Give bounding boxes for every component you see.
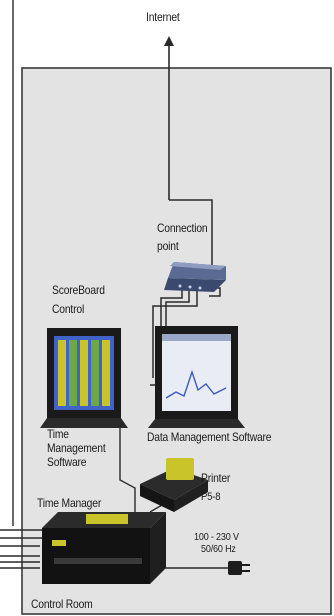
scoreboard-laptop [40,328,128,428]
time-manager-device [42,512,166,584]
time-management-label-line1: Time [47,427,69,441]
printer-model-label: P5-8 [201,491,221,503]
time-manager-label: Time Manager [37,496,102,510]
internet-label: Internet [146,10,180,24]
data-management-laptop [148,326,245,428]
printer-device [140,458,208,512]
scoreboard-label-line2: Control [52,302,85,316]
time-manager-cables [0,529,44,569]
control-room-label: Control Room [31,597,93,611]
printer-label: Printer [201,471,231,485]
power-label-line2: 50/60 Hz [201,543,236,555]
data-management-label: Data Management Software [147,430,272,444]
scoreboard-label-line1: ScoreBoard [52,283,105,297]
time-management-label-line3: Software [47,455,87,469]
power-label-line1: 100 - 230 V [194,531,239,543]
time-management-label-line2: Management [47,441,106,455]
laptop-cable [119,420,136,512]
connection-point-device [164,262,226,292]
internet-arrow [164,36,174,200]
connection-point-label-line1: Connection [157,221,208,235]
connection-point-label-line2: point [157,239,179,253]
